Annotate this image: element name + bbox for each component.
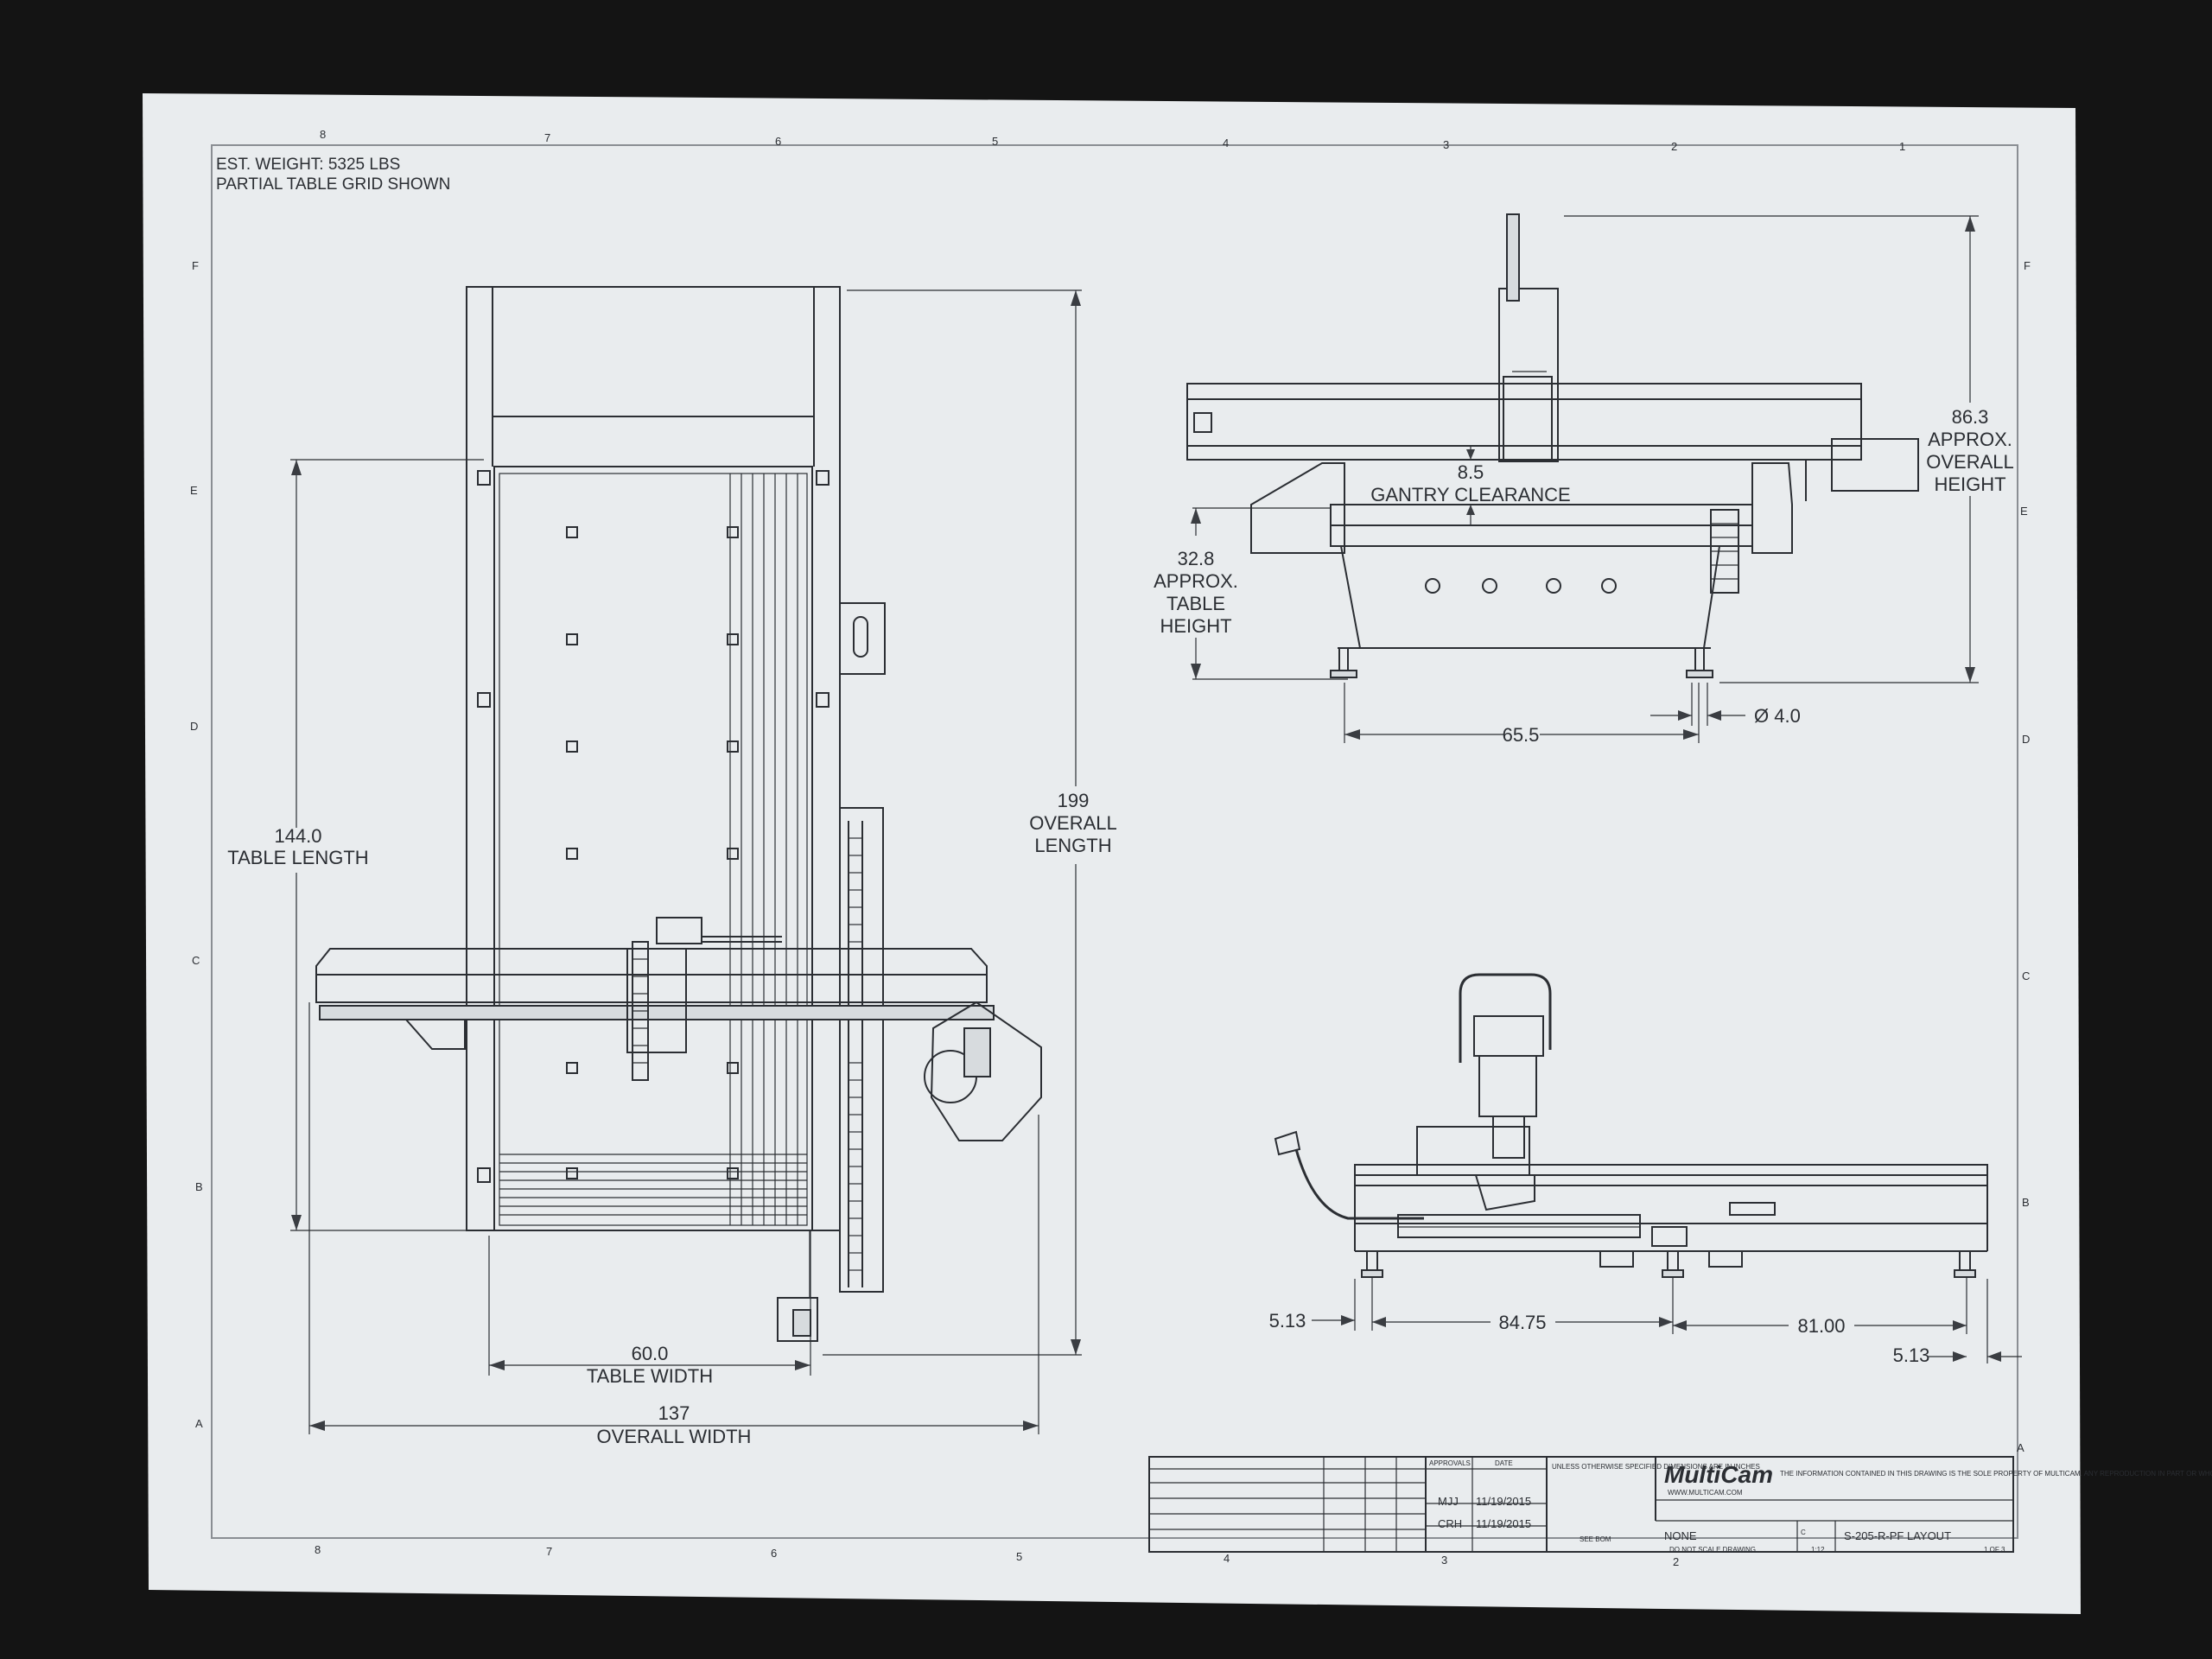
table-height-line2: TABLE — [1166, 593, 1225, 614]
gantry-clearance-value: 8.5 — [1458, 461, 1484, 483]
side-left-offset: 5.13 — [1269, 1310, 1306, 1332]
zone-row-c-right: C — [2022, 969, 2030, 982]
table-height-line1: APPROX. — [1154, 570, 1238, 592]
drawn-date: 11/19/2015 — [1476, 1495, 1531, 1508]
zone-col-4-top: 4 — [1223, 137, 1229, 149]
zone-col-3-top: 3 — [1443, 138, 1449, 151]
do-not-scale: DO NOT SCALE DRAWING — [1669, 1546, 1756, 1554]
zone-row-f-left: F — [192, 259, 199, 272]
vacuum-strips — [499, 474, 807, 1225]
zone-row-b-left: B — [195, 1180, 203, 1193]
leg-span-value: 65.5 — [1503, 724, 1540, 746]
top-view: 144.0 TABLE LENGTH 199 OVERALL LENGTH 60… — [227, 286, 1117, 1447]
front-view-dimensions — [1191, 215, 1979, 743]
overall-length-value: 199 — [1058, 790, 1090, 811]
side-span-2: 81.00 — [1797, 1315, 1845, 1337]
drawn-initials: MJJ — [1438, 1495, 1459, 1508]
overall-height-line1: APPROX. — [1928, 429, 2012, 450]
cable-carrier — [839, 807, 884, 1293]
foot-diameter-value: Ø 4.0 — [1754, 705, 1801, 727]
zone-col-8-top: 8 — [320, 128, 326, 141]
approvals-header: APPROVALS — [1429, 1459, 1471, 1467]
zone-markers: 8 7 6 5 4 3 2 1 8 7 6 5 4 3 2 F E D C B … — [190, 128, 2031, 1568]
zone-col-2-bottom: 2 — [1673, 1555, 1679, 1568]
table-height-line3: HEIGHT — [1160, 615, 1231, 637]
zone-row-d-right: D — [2022, 733, 2030, 746]
zone-row-a-left: A — [195, 1417, 203, 1430]
front-view: 8.5 GANTRY CLEARANCE 32.8 APPROX. TABLE … — [1154, 213, 2014, 746]
company-website: WWW.MULTICAM.COM — [1668, 1489, 1743, 1497]
sheet-of: 1 OF 3 — [1984, 1546, 2005, 1554]
overall-height-line2: OVERALL — [1926, 451, 2014, 473]
top-gantry — [315, 917, 1042, 1141]
table-length-value: 144.0 — [274, 825, 321, 847]
tolerance-note: UNLESS OTHERWISE SPECIFIED DIMENSIONS AR… — [1552, 1463, 1760, 1471]
size-value: C — [1801, 1529, 1806, 1536]
table-length-label: TABLE LENGTH — [227, 847, 368, 868]
overall-height-line3: HEIGHT — [1934, 474, 2005, 495]
side-view: 5.13 84.75 81.00 5.13 — [1269, 973, 2022, 1366]
overall-width-value: 137 — [658, 1402, 690, 1424]
overall-length-line1: OVERALL — [1029, 812, 1117, 834]
table-width-label: TABLE WIDTH — [587, 1365, 713, 1387]
zone-row-a-right: A — [2017, 1441, 2024, 1454]
zone-col-4-bottom: 4 — [1224, 1552, 1230, 1565]
top-view-dimensions — [290, 289, 1082, 1434]
hold-down-markers — [566, 526, 739, 1179]
zone-row-e-left: E — [190, 484, 198, 497]
date-header: DATE — [1495, 1459, 1513, 1467]
zone-col-6-top: 6 — [775, 135, 781, 148]
zone-col-7-top: 7 — [544, 131, 550, 144]
side-view-dimensions — [1312, 1277, 2022, 1363]
scale-value: 1:12 — [1811, 1546, 1825, 1554]
zone-col-7-bottom: 7 — [546, 1545, 552, 1558]
zone-row-b-right: B — [2022, 1196, 2030, 1209]
checked-initials: CRH — [1438, 1517, 1462, 1530]
checked-date: 11/19/2015 — [1476, 1517, 1531, 1530]
grid-note: PARTIAL TABLE GRID SHOWN — [216, 175, 450, 194]
overall-height-value: 86.3 — [1952, 406, 1989, 428]
drawing-title: S-205-R-PF LAYOUT — [1844, 1529, 1951, 1542]
zone-row-c-left: C — [192, 954, 200, 967]
side-span-1: 84.75 — [1498, 1312, 1546, 1333]
overall-length-line2: LENGTH — [1034, 835, 1111, 856]
zone-col-3-bottom: 3 — [1441, 1554, 1447, 1567]
side-right-offset: 5.13 — [1893, 1344, 1930, 1366]
zone-row-e-right: E — [2020, 505, 2028, 518]
zone-col-6-bottom: 6 — [771, 1547, 777, 1560]
zone-row-f-right: F — [2024, 259, 2031, 272]
table-height-value: 32.8 — [1178, 548, 1215, 569]
zone-col-1-top: 1 — [1899, 140, 1905, 153]
title-block: APPROVALS DATE MJJ 11/19/2015 CRH 11/19/… — [1148, 1456, 2212, 1554]
material-value: SEE BOM — [1580, 1535, 1611, 1543]
overall-width-label: OVERALL WIDTH — [597, 1426, 752, 1447]
proprietary-note: THE INFORMATION CONTAINED IN THIS DRAWIN… — [1780, 1470, 2212, 1478]
zone-row-d-left: D — [190, 720, 198, 733]
gantry-clearance-label: GANTRY CLEARANCE — [1370, 484, 1570, 505]
zone-col-5-top: 5 — [992, 135, 998, 148]
weight-note: EST. WEIGHT: 5325 LBS — [216, 156, 400, 174]
drawing-border — [211, 144, 2018, 1539]
zone-col-5-bottom: 5 — [1016, 1550, 1022, 1563]
company-logo: MultiCam — [1664, 1461, 1773, 1488]
zone-col-2-top: 2 — [1671, 140, 1677, 153]
zone-col-8-bottom: 8 — [315, 1543, 321, 1556]
table-width-value: 60.0 — [632, 1343, 669, 1364]
finish-value: NONE — [1664, 1529, 1697, 1542]
